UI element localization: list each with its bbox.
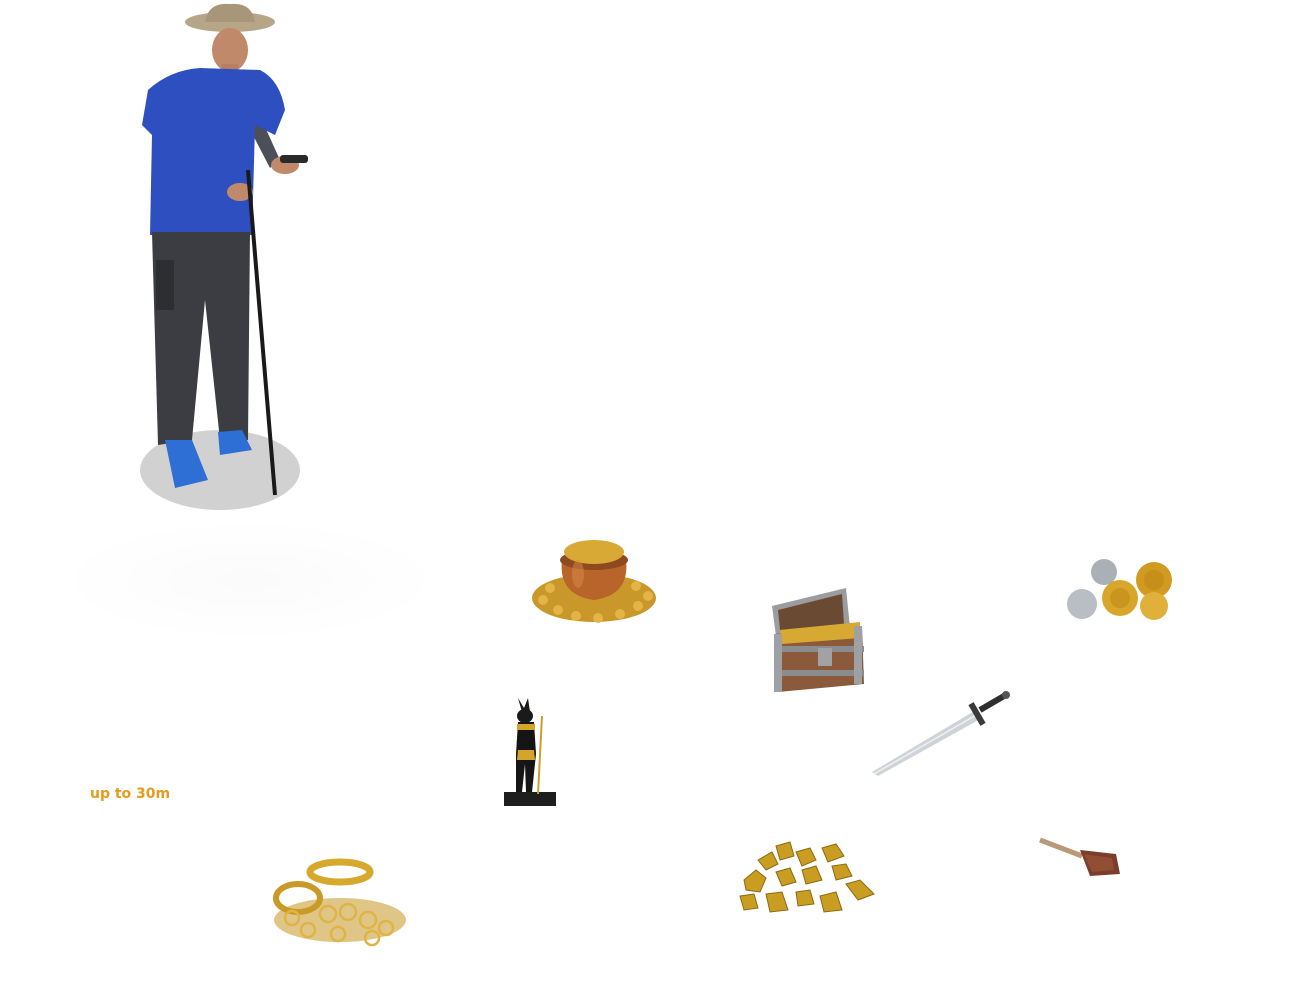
sword bbox=[866, 690, 1016, 780]
anubis-statue bbox=[500, 694, 560, 814]
gold-nuggets bbox=[736, 840, 884, 920]
gold-nuggets-icon bbox=[739, 841, 875, 913]
gold-jewelry-icon bbox=[273, 858, 406, 947]
shovel-icon bbox=[1039, 837, 1120, 876]
treasure-chest-icon bbox=[772, 588, 864, 692]
ancient-coins-icon bbox=[1067, 559, 1172, 620]
gold-jewelry bbox=[268, 854, 414, 950]
anubis-statue-icon bbox=[504, 698, 556, 806]
treasure-chest bbox=[766, 586, 870, 694]
pot-of-gold bbox=[528, 530, 660, 630]
ghost-shadow bbox=[60, 520, 440, 640]
shovel bbox=[1036, 834, 1126, 884]
pot-of-gold-icon bbox=[532, 540, 656, 623]
person-with-detector-icon bbox=[140, 3, 308, 510]
person-with-detector bbox=[130, 0, 330, 520]
sword-icon bbox=[872, 691, 1010, 776]
depth-range-label: up to 30m bbox=[90, 786, 171, 802]
ancient-coins bbox=[1064, 558, 1176, 628]
